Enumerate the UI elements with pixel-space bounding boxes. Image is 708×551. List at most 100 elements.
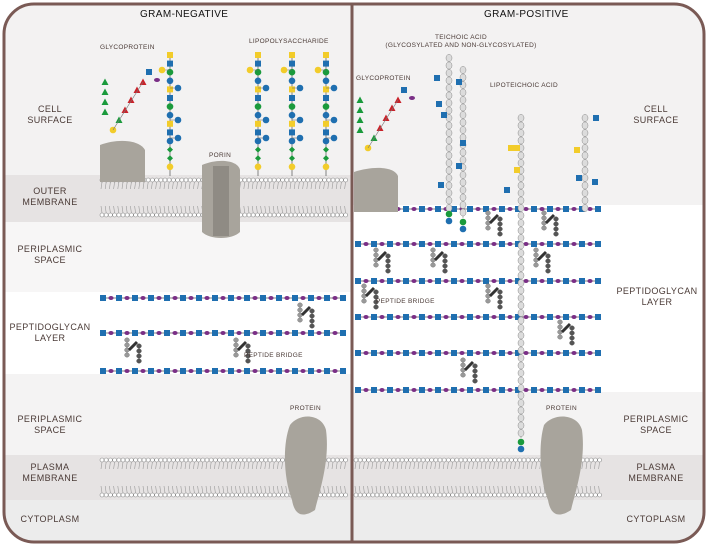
glcnac-square (547, 206, 553, 212)
glcnac-square (292, 295, 298, 301)
lipid-head (322, 492, 327, 498)
lipid-head (334, 212, 340, 218)
lipid-head (217, 492, 222, 498)
lipid-head (462, 492, 468, 498)
lipid-tail (138, 205, 141, 214)
glcnac-square (499, 278, 505, 284)
lipid-tail (277, 461, 279, 470)
sugar-square (167, 120, 173, 127)
lipid-tail (264, 461, 267, 470)
murnac-dot (475, 351, 481, 355)
lipid-head (416, 492, 422, 498)
peptide-bead (297, 317, 303, 323)
peptide-bead (485, 225, 491, 231)
lipid-head (525, 457, 531, 463)
murnac-dot (539, 242, 545, 246)
lipid-head (504, 492, 510, 498)
lipid-head (213, 457, 218, 463)
lipid-tail (392, 461, 395, 470)
lipid-tail (180, 461, 183, 470)
ribitol-bead (445, 84, 453, 92)
murnac-dot (300, 296, 306, 300)
lipid-head (267, 177, 273, 183)
lipid-head (129, 457, 134, 463)
sugar-square (167, 52, 173, 58)
glcnac-square (308, 368, 314, 374)
lipid-head (326, 177, 332, 183)
lipid-head (580, 492, 586, 498)
lipid-tail (159, 181, 162, 190)
sugar-square (146, 69, 152, 75)
lipid-head (150, 457, 155, 463)
peptide-bead (541, 215, 547, 221)
lipid-head (162, 457, 168, 463)
lipid-head (112, 457, 117, 463)
lipid-head (425, 457, 430, 463)
annotation-protein-right: PROTEIN (546, 405, 577, 412)
glcnac-square (116, 295, 122, 301)
lipid-tail (151, 181, 153, 190)
peptide-bead (373, 247, 379, 253)
lipid-head (263, 177, 269, 183)
lipid-tail (134, 181, 136, 190)
lipid-tail (358, 485, 361, 494)
sugar-square (255, 129, 261, 136)
murnac-dot (459, 388, 465, 392)
lipid-tail (163, 485, 166, 494)
lipid-head (196, 212, 201, 218)
glcnac-square (228, 330, 234, 336)
bridge-bar (463, 360, 475, 372)
lipid-tail (531, 485, 533, 494)
lipid-tail (197, 205, 199, 214)
lipid-head (187, 177, 193, 183)
lipid-head (154, 177, 159, 183)
murnac-dot (587, 242, 593, 246)
murnac-dot (395, 279, 401, 283)
peptide-bead (233, 352, 239, 358)
peptide-bead (309, 313, 315, 319)
lipid-head (103, 457, 109, 463)
glcnac-square (148, 330, 154, 336)
lipid-head (513, 457, 518, 463)
lipid-tail (134, 485, 136, 494)
sugar-square (456, 79, 462, 85)
peptide-bead (297, 307, 303, 313)
murnac-dot (475, 315, 481, 319)
lipid-head (259, 457, 264, 463)
lipid-head (330, 212, 336, 218)
lipid-head (521, 457, 527, 463)
lipid-head (509, 457, 514, 463)
lipid-tail (331, 205, 334, 214)
lipid-tail (438, 485, 441, 494)
lipid-tail (400, 461, 403, 470)
sugar-circle (254, 77, 262, 85)
glcnac-square (212, 368, 218, 374)
ribitol-bead (517, 414, 525, 422)
sugar-square (167, 95, 173, 101)
peptide-bead (442, 258, 448, 264)
lipid-head (154, 492, 159, 498)
lipid-head (238, 457, 243, 463)
murnac-dot (507, 207, 513, 211)
lipid-head (154, 457, 159, 463)
ribitol-bead (517, 129, 525, 137)
lipid-head (297, 177, 302, 183)
sugar-square (323, 52, 329, 58)
lipid-head (450, 492, 455, 498)
lipid-tail (113, 181, 115, 190)
murnac-dot (539, 207, 545, 211)
lipid-head (404, 457, 409, 463)
lipid-head (391, 457, 397, 463)
lipid-head (141, 457, 147, 463)
sugar-circle (254, 137, 262, 145)
lipid-head (339, 492, 344, 498)
murnac-dot (587, 207, 593, 211)
peptide-bead (361, 288, 367, 294)
lipid-head (124, 212, 130, 218)
band-right (352, 4, 704, 205)
glcnac-square (531, 241, 537, 247)
lipid-head (225, 492, 231, 498)
glycan-strand (355, 350, 601, 356)
glcnac-square (451, 206, 457, 212)
lipid-tail (340, 181, 342, 190)
